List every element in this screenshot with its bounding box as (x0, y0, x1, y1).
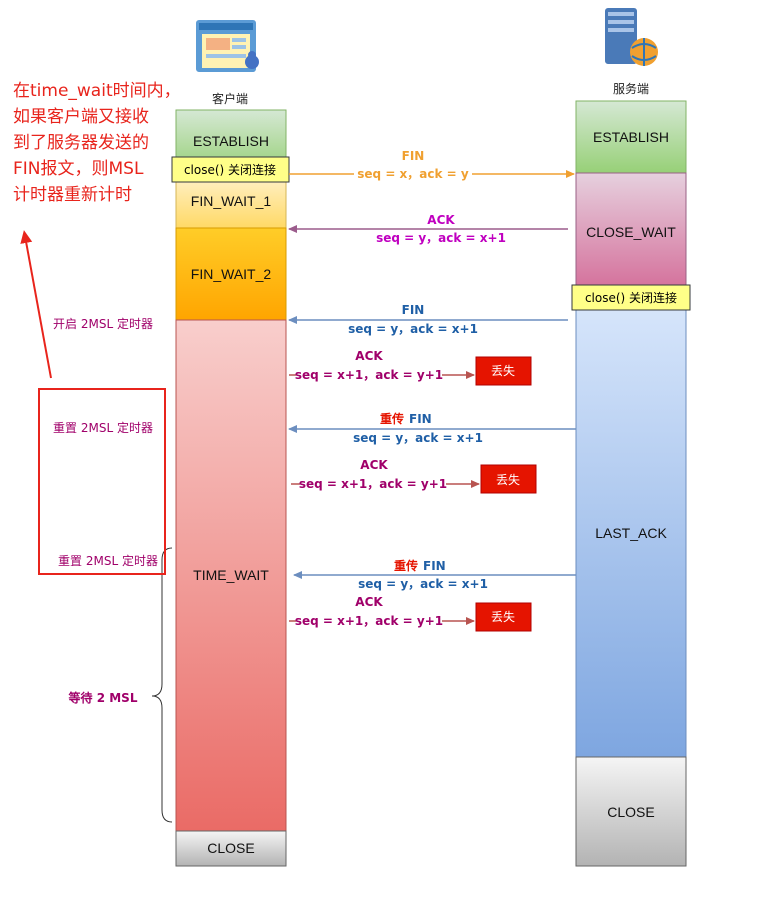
lost-badge-3-label: 丢失 (491, 609, 515, 624)
ack4-seq: seq = x+1，ack = y+1 (295, 614, 443, 628)
server-state-last-ack (575, 285, 687, 758)
annotation-text: 在time_wait时间内， 如果客户端又接收 到了服务器发送的 FIN报文，则… (13, 81, 181, 205)
retrans-fin-2-seq: seq = y，ack = x+1 (358, 577, 488, 591)
ack1-title: ACK (427, 213, 455, 227)
annotation-line-4: FIN报文，则MSL (13, 159, 144, 179)
wait-2msl-label: 等待 2 MSL (68, 690, 138, 705)
retrans-fin-2-title: FIN (423, 559, 446, 573)
client-close-call-label: close() 关闭连接 (184, 162, 276, 177)
reset-timers-highlight (38, 388, 166, 575)
client-state-close-label: CLOSE (207, 840, 254, 856)
client-state-close (175, 830, 287, 867)
lost-badge-1-label: 丢失 (491, 363, 515, 378)
client-computer-icon (196, 20, 259, 72)
timer-start-label: 开启 2MSL 定时器 (53, 316, 153, 331)
annotation-line-3: 到了服务器发送的 (13, 133, 149, 153)
server-close-call: close() 关闭连接 (571, 284, 691, 311)
server-state-close (575, 756, 687, 867)
retrans-fin-1-seq: seq = y，ack = x+1 (353, 431, 483, 445)
wait-2msl-brace (151, 547, 173, 823)
retrans-fin-2-prefix: 重传 (394, 558, 418, 573)
client-state-establish-label: ESTABLISH (193, 133, 269, 149)
retrans-fin-1-title: FIN (409, 412, 432, 426)
server-icon (605, 8, 658, 66)
ack2-title: ACK (355, 349, 383, 363)
server-close-call-label: close() 关闭连接 (585, 290, 677, 305)
client-close-call: close() 关闭连接 (171, 156, 290, 183)
fin2-title: FIN (402, 303, 425, 317)
annotation-line-2: 如果客户端又接收 (13, 107, 149, 127)
server-state-close-wait-label: CLOSE_WAIT (586, 224, 676, 240)
server-state-establish-label: ESTABLISH (593, 129, 669, 145)
fin2-seq: seq = y，ack = x+1 (348, 322, 478, 336)
timer-reset-2-label: 重置 2MSL 定时器 (58, 553, 158, 568)
server-state-column: ESTABLISH CLOSE_WAIT LAST_ACK CLOSE (575, 100, 687, 867)
fin1-title: FIN (402, 149, 425, 163)
client-label: 客户端 (212, 91, 248, 106)
ack4-title: ACK (355, 595, 383, 609)
annotation-line-1: 在time_wait时间内， (13, 81, 181, 101)
ack1-seq: seq = y，ack = x+1 (376, 231, 506, 245)
server-state-close-label: CLOSE (607, 804, 654, 820)
server-state-last-ack-label: LAST_ACK (595, 525, 667, 541)
lost-badge-2-label: 丢失 (496, 472, 520, 487)
client-state-time-wait-label: TIME_WAIT (193, 567, 269, 583)
client-state-fin-wait-2 (175, 227, 287, 321)
lost-badge-2 (480, 464, 537, 494)
server-state-close-wait (575, 172, 687, 287)
annotation-line-5: 计时器重新计时 (13, 185, 132, 205)
ack2-seq: seq = x+1，ack = y+1 (295, 368, 443, 382)
lost-badge-1 (475, 356, 532, 386)
client-state-fin-wait-2-label: FIN_WAIT_2 (191, 266, 272, 282)
ack3-title: ACK (360, 458, 388, 472)
server-state-establish (575, 100, 687, 174)
client-state-column: ESTABLISH FIN_WAIT_1 FIN_WAIT_2 TIME_WAI… (175, 109, 287, 867)
timer-reset-1-label: 重置 2MSL 定时器 (53, 420, 153, 435)
retrans-fin-1-prefix: 重传 (380, 411, 404, 426)
client-state-time-wait (175, 319, 287, 832)
ack3-seq: seq = x+1，ack = y+1 (299, 477, 447, 491)
annotation-arrow (20, 230, 52, 379)
client-state-fin-wait-1-label: FIN_WAIT_1 (191, 193, 272, 209)
server-label: 服务端 (613, 81, 649, 96)
lost-badge-3 (475, 602, 532, 632)
fin1-seq: seq = x，ack = y (357, 167, 469, 181)
